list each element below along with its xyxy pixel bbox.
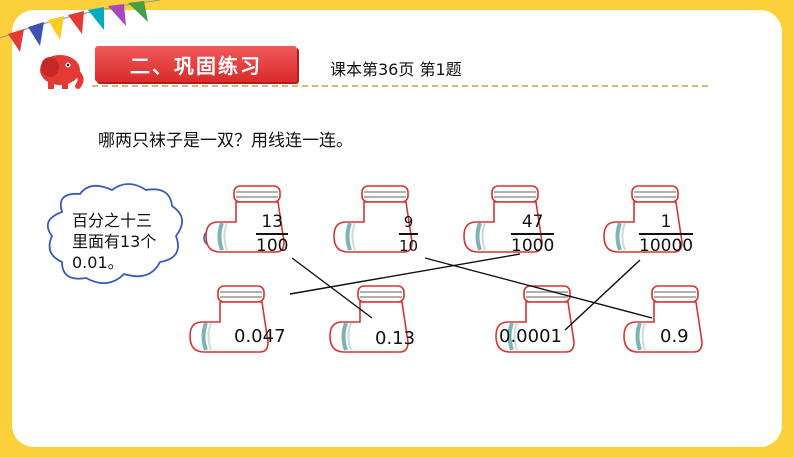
denominator: 10000 [639,235,694,256]
match-line [291,257,373,319]
hint-line: 百分之十三 [72,211,153,230]
match-line [564,259,641,331]
thought-bubble-text: 百分之十三 里面有13个 0.01。 [72,210,182,273]
textbook-reference: 课本第36页 第1题 [330,60,462,79]
numerator: 1 [660,212,672,232]
bunting-flags-icon [0,0,161,52]
numerator: 47 [521,212,544,232]
decimal-0-0001: 0.0001 [499,326,562,347]
match-line [289,253,521,295]
decimal-0-047: 0.047 [234,326,286,347]
match-line [424,257,653,319]
decimal-0-13: 0.13 [375,328,416,349]
hint-line: 0.01。 [72,253,124,272]
section-title: 二、巩固练习 [95,46,297,82]
hint-line: 里面有13个 [72,232,157,251]
decimal-0-9: 0.9 [660,326,689,347]
fraction-13-100: 13 100 [256,212,289,256]
denominator: 10 [399,236,419,255]
fraction-47-1000: 47 1000 [511,212,555,256]
question-instruction: 哪两只袜子是一双？用线连一连。 [98,131,353,151]
elephant-logo-icon [40,55,84,89]
denominator: 1000 [511,235,555,256]
numerator: 9 [403,213,414,231]
numerator: 13 [261,212,284,232]
fraction-9-10: 9 10 [399,212,419,256]
fraction-1-10000: 1 10000 [639,212,694,256]
denominator: 100 [256,235,289,256]
